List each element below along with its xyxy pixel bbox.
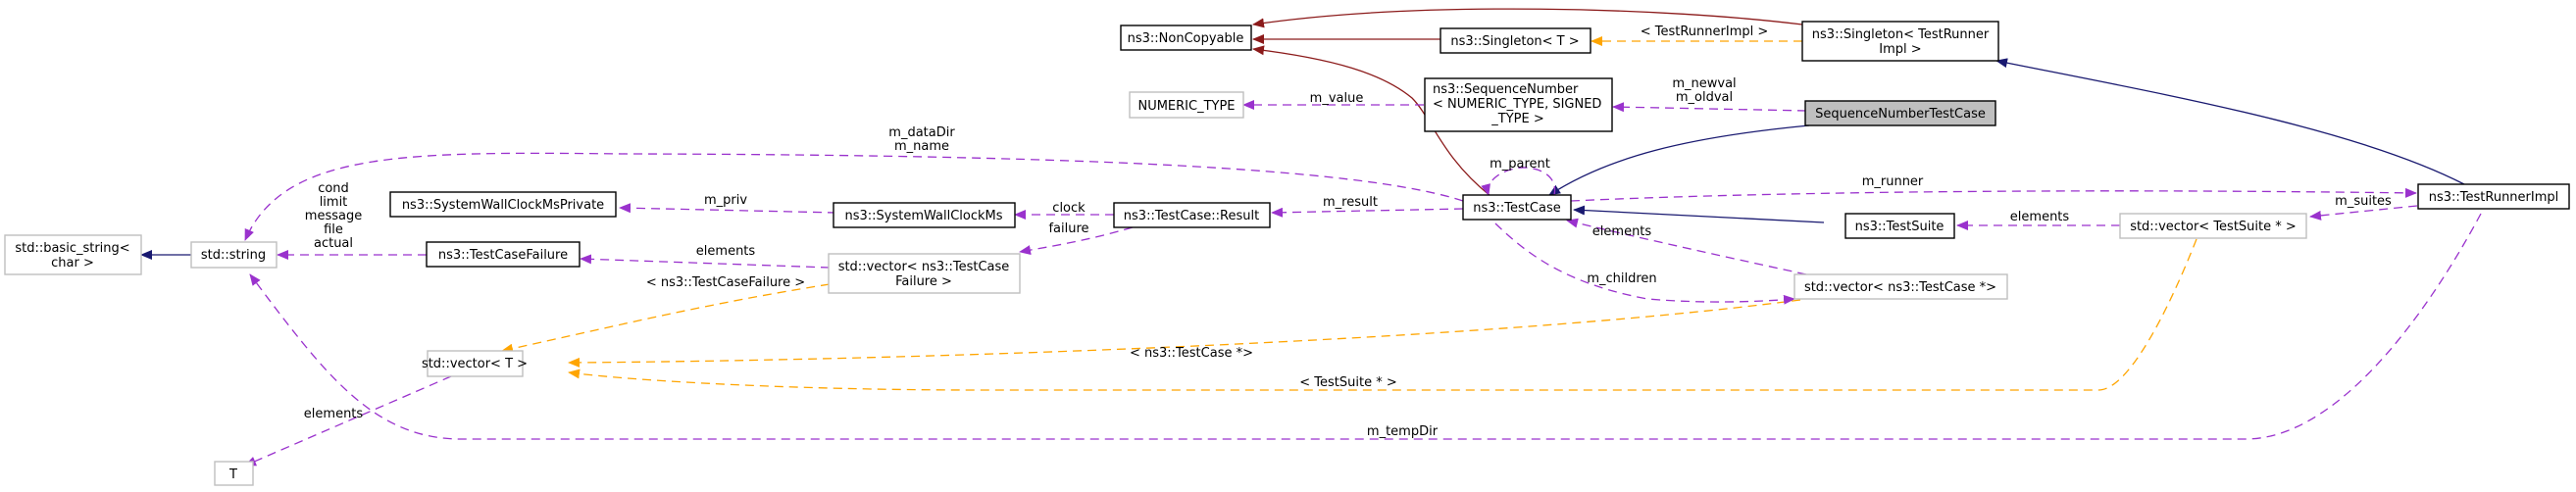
node-label: ns3::NonCopyable [1128,31,1244,46]
node-label: ns3::TestRunnerImpl [2429,190,2559,205]
edge-vectortestsuite-to-vectort [568,238,2197,391]
node-testsuite[interactable]: ns3::TestSuite [1844,213,1955,239]
node-std-vector-testcasefailure[interactable]: std::vector< ns3::TestCase Failure > [828,253,1021,294]
label-tpl-testsuite-ptr: < TestSuite * > [1299,375,1396,390]
label-tpl-testcasefailure: < ns3::TestCaseFailure > [646,275,805,290]
node-sequencenumbertestcase[interactable]: SequenceNumberTestCase [1804,100,1996,126]
node-testrunnerimpl[interactable]: ns3::TestRunnerImpl [2417,183,2570,210]
label-actual: actual [314,236,353,251]
edge-wallclock-to-private [619,203,837,214]
node-std-vector-t[interactable]: std::vector< T > [422,350,528,377]
node-label: NUMERIC_TYPE [1137,99,1235,114]
label-m-runner: m_runner [1862,174,1924,189]
node-label: < NUMERIC_TYPE, SIGNED [1433,97,1601,112]
node-testcase-result[interactable]: ns3::TestCase::Result [1113,202,1271,228]
node-label: Failure > [895,274,952,289]
node-label: SequenceNumberTestCase [1815,107,1986,122]
edge-testcase-to-string-names [244,152,1464,241]
edge-testrunnerimpl-to-vectortestsuite [2309,205,2418,221]
node-label: ns3::SystemWallClockMsPrivate [402,198,604,213]
label-limit: limit [320,195,348,210]
label-elements-t: elements [304,407,364,421]
label-tpl-testrunnerimpl: < TestRunnerImpl > [1641,25,1769,39]
edges [140,8,2482,467]
node-std-vector-testsuite-ptr[interactable]: std::vector< TestSuite * > [2119,213,2307,239]
label-elements-testcase: elements [1592,224,1652,239]
label-elements-testsuite: elements [2010,210,2070,224]
label-elements-failure: elements [696,244,756,259]
edge-seqnumtestcase-inherits-testcase [1548,124,1810,196]
node-sequencenumber[interactable]: ns3::SequenceNumber < NUMERIC_TYPE, SIGN… [1424,77,1613,132]
label-m-datadir: m_dataDir [888,125,955,140]
node-label: std::vector< TestSuite * > [2130,220,2297,234]
label-m-suites: m_suites [2335,194,2392,209]
edge-testsuite-inherits-testcase [1573,205,1825,223]
node-std-vector-testcase-ptr[interactable]: std::vector< ns3::TestCase *> [1793,273,2008,300]
edge-testcase-to-testrunnerimpl [1570,187,2417,202]
node-numeric-type[interactable]: NUMERIC_TYPE [1129,91,1244,119]
edge-labels: cond limit message file actual m_dataDir… [304,25,2392,439]
edge-testcase-to-result [1271,207,1464,218]
node-label: ns3::Singleton< T > [1450,34,1579,49]
node-label: ns3::SystemWallClockMs [844,209,1002,223]
label-m-newval: m_newval [1672,76,1736,91]
node-label: std::vector< T > [422,357,528,371]
node-label: ns3::TestSuite [1855,220,1945,234]
node-t[interactable]: T [214,461,254,486]
node-label: ns3::TestCase [1473,201,1560,216]
node-testcase[interactable]: ns3::TestCase [1462,194,1572,221]
label-m-children: m_children [1587,271,1656,286]
node-noncopyable[interactable]: ns3::NonCopyable [1120,25,1252,51]
node-label: T [228,467,237,482]
label-m-value: m_value [1310,91,1364,106]
node-label: ns3::Singleton< TestRunner [1812,27,1990,42]
node-singleton-testrunnerimpl[interactable]: ns3::Singleton< TestRunner Impl > [1801,21,1999,62]
node-label: char > [51,256,94,271]
node-label: std::string [201,248,266,263]
node-label: std::vector< ns3::TestCase [838,260,1010,274]
node-label: ns3::TestCase::Result [1124,209,1259,223]
edge-result-to-vectorfailure [1019,226,1134,256]
node-std-string[interactable]: std::string [190,241,278,269]
node-systemwallclockmsprivate[interactable]: ns3::SystemWallClockMsPrivate [389,191,617,218]
edge-testcase-inherits-noncopyable [1252,45,1491,197]
label-m-tempdir: m_tempDir [1367,424,1439,439]
label-message: message [305,209,362,223]
edge-vectort-to-t [244,375,452,467]
node-label: Impl > [1879,42,1921,57]
label-cond: cond [318,181,349,196]
label-m-name: m_name [894,139,949,154]
label-m-oldval: m_oldval [1676,90,1733,105]
node-std-basic-string[interactable]: std::basic_string< char > [4,234,142,275]
node-label: ns3::SequenceNumber [1433,82,1579,97]
edge-vectortestcase-to-testcase [1566,218,1807,275]
node-label: std::vector< ns3::TestCase *> [1804,280,1996,295]
edge-vectorfailure-to-vectort [501,283,831,354]
node-label: std::basic_string< [15,241,129,256]
node-systemwallclockms[interactable]: ns3::SystemWallClockMs [833,202,1016,228]
edge-vectortestcase-to-vectort [568,299,1801,368]
label-clock: clock [1052,201,1086,216]
edge-testrunnerimpl-to-string-tempdir [249,213,2482,440]
label-m-priv: m_priv [704,193,747,208]
node-testcasefailure[interactable]: ns3::TestCaseFailure [426,241,581,268]
edge-testrunnerimpl-inherits-singletonrunner [1995,58,2465,185]
edge-vectorfailure-to-testcasefailure [580,254,831,269]
label-file: file [324,222,343,237]
label-m-result: m_result [1323,195,1378,210]
node-singleton-t[interactable]: ns3::Singleton< T > [1440,27,1591,54]
label-m-parent: m_parent [1490,157,1550,172]
edge-testcase-self-parent [1481,167,1556,196]
node-label: _TYPE > [1490,112,1543,126]
edge-singletonrunner-inherits-noncopyable [1252,8,1803,28]
edge-seqnumtestcase-to-sequencenumber [1612,102,1807,113]
label-tpl-testcase-ptr: < ns3::TestCase *> [1130,346,1253,361]
node-label: ns3::TestCaseFailure [438,248,568,263]
nodes: std::basic_string< char > std::string ns… [4,21,2570,486]
label-failure: failure [1048,221,1088,236]
